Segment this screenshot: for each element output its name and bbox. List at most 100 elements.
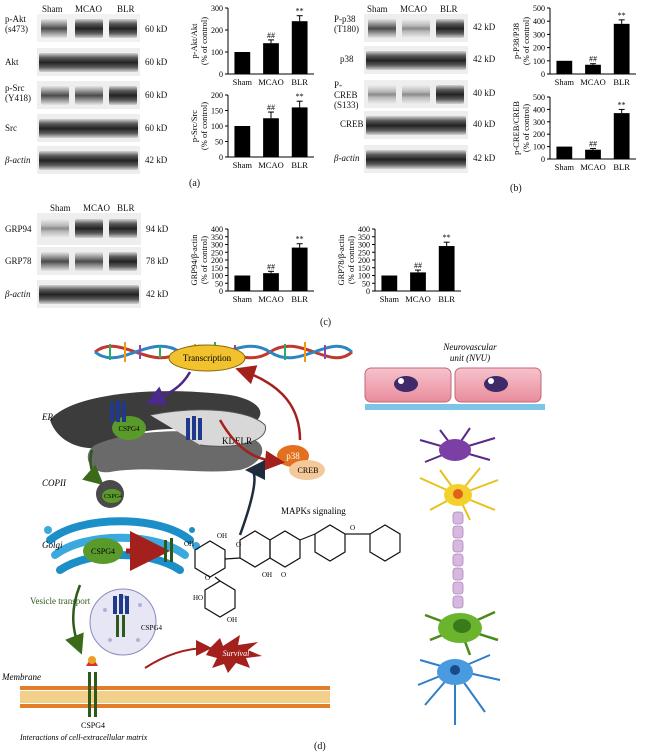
y-tick-label: 250 bbox=[358, 248, 370, 257]
y-tick-label: 300 bbox=[533, 30, 545, 39]
row-label: CREB bbox=[340, 119, 364, 129]
y-axis-label: GRP94/β-actin bbox=[189, 234, 199, 286]
y-tick-label: 200 bbox=[211, 26, 223, 35]
row-label: Akt bbox=[5, 57, 19, 67]
lane-label: BLR bbox=[440, 4, 458, 14]
significance-mark: ## bbox=[589, 139, 597, 148]
kd-label: 42 kD bbox=[473, 22, 496, 32]
blot-strip bbox=[37, 48, 140, 76]
y-tick-label: 250 bbox=[211, 248, 223, 257]
kd-label: 60 kD bbox=[145, 57, 168, 67]
pericyte-icon bbox=[419, 427, 496, 463]
svg-text:Survival: Survival bbox=[223, 649, 250, 658]
golgi-icon bbox=[44, 517, 200, 574]
bar bbox=[613, 23, 630, 74]
bar bbox=[263, 43, 279, 74]
interactions-label: Interactions of cell-extracellular matri… bbox=[19, 733, 148, 740]
significance-mark: ** bbox=[618, 11, 626, 20]
svg-text:O: O bbox=[281, 571, 286, 579]
lane-label: Sham bbox=[367, 4, 388, 14]
membrane-label: Membrane bbox=[1, 672, 41, 682]
significance-mark: ** bbox=[618, 100, 626, 109]
y-tick-label: 100 bbox=[358, 272, 370, 281]
astrocyte-icon bbox=[419, 467, 499, 521]
svg-text:CSPG4: CSPG4 bbox=[104, 494, 122, 500]
vesicle-transport-label: Vesicle transport bbox=[30, 596, 91, 606]
golgi-label: Golgi bbox=[42, 540, 63, 550]
blot-strip bbox=[37, 247, 141, 275]
x-tick-label: MCAO bbox=[258, 77, 284, 87]
row-label: β-actin bbox=[334, 153, 360, 163]
kd-label: 60 kD bbox=[145, 24, 168, 34]
row-label: β-actin bbox=[5, 289, 31, 299]
y-tick-label: 100 bbox=[533, 57, 545, 66]
y-tick-label: 400 bbox=[533, 17, 545, 26]
significance-mark: ## bbox=[267, 103, 275, 112]
nvu-label: Neurovascular bbox=[442, 342, 497, 352]
svg-text:CSPG4: CSPG4 bbox=[118, 425, 140, 433]
y-tick-label: 500 bbox=[533, 4, 545, 13]
row-label: GRP78 bbox=[5, 256, 32, 266]
y-tick-label: 400 bbox=[211, 225, 223, 234]
cspg4-golgi bbox=[83, 538, 123, 564]
svg-text:CREB: CREB bbox=[298, 466, 319, 475]
y-tick-label: 500 bbox=[533, 93, 545, 102]
blot-strip bbox=[37, 280, 141, 308]
significance-mark: ** bbox=[296, 92, 304, 101]
lane-label: MCAO bbox=[83, 203, 111, 213]
blot-strip bbox=[37, 213, 141, 245]
y-tick-label: 0 bbox=[219, 70, 223, 79]
y-tick-label: 0 bbox=[541, 155, 545, 164]
row-label: GRP94 bbox=[5, 224, 32, 234]
panel-label-c: (c) bbox=[320, 317, 332, 328]
er-label: ER bbox=[41, 412, 53, 422]
bar bbox=[291, 247, 308, 291]
svg-text:OH: OH bbox=[217, 532, 227, 540]
bar bbox=[291, 21, 308, 74]
y-tick-label: 150 bbox=[211, 107, 223, 116]
y-tick-label: 50 bbox=[362, 279, 370, 288]
significance-mark: ** bbox=[296, 235, 304, 244]
svg-text:OH: OH bbox=[227, 616, 237, 624]
svg-text:CSPG4: CSPG4 bbox=[91, 547, 115, 556]
svg-text:OH: OH bbox=[262, 571, 272, 579]
x-tick-label: BLR bbox=[291, 160, 308, 170]
row-label: P-CREB (S133) bbox=[334, 80, 359, 110]
y-axis-label: p-P38/P38 bbox=[511, 23, 521, 59]
bar bbox=[613, 113, 630, 159]
svg-text:p38: p38 bbox=[286, 451, 300, 461]
panel-label-d: (d) bbox=[314, 741, 326, 752]
x-tick-label: Sham bbox=[555, 77, 575, 87]
y-tick-label: 0 bbox=[541, 70, 545, 79]
bar bbox=[263, 273, 279, 291]
kd-label: 40 kD bbox=[473, 119, 496, 129]
y-axis-label: p-CREB/CREB bbox=[511, 101, 521, 155]
y-tick-label: 50 bbox=[215, 138, 223, 147]
mechanism-diagram: Transcription ER CSPG4 KDELR p38 CREB MA… bbox=[1, 342, 545, 740]
blot-strip bbox=[37, 114, 140, 142]
significance-mark: ## bbox=[267, 31, 275, 40]
bar bbox=[410, 272, 426, 291]
y-tick-label: 100 bbox=[211, 48, 223, 57]
transcription-label: Transcription bbox=[183, 353, 232, 363]
svg-text:O: O bbox=[205, 574, 210, 582]
kd-label: 60 kD bbox=[145, 123, 168, 133]
bar bbox=[585, 64, 601, 74]
row-label: P-p38 (T180) bbox=[334, 14, 359, 34]
lane-label: MCAO bbox=[75, 4, 103, 14]
panel-label-b: (b) bbox=[510, 183, 522, 194]
y-axis-label: (% of control) bbox=[199, 17, 209, 65]
x-tick-label: BLR bbox=[613, 162, 630, 172]
row-label: Src bbox=[5, 123, 17, 133]
y-tick-label: 0 bbox=[219, 287, 223, 296]
blot-strip bbox=[364, 80, 468, 108]
lane-label: BLR bbox=[117, 4, 135, 14]
kd-label: 42 kD bbox=[145, 155, 168, 165]
neuron-icon bbox=[417, 654, 501, 725]
y-axis-label: (% of control) bbox=[521, 104, 531, 152]
bar bbox=[556, 60, 573, 74]
cspg4-er bbox=[112, 416, 146, 440]
bar bbox=[263, 118, 279, 157]
kd-label: 42 kD bbox=[473, 54, 496, 64]
y-tick-label: 400 bbox=[533, 105, 545, 114]
